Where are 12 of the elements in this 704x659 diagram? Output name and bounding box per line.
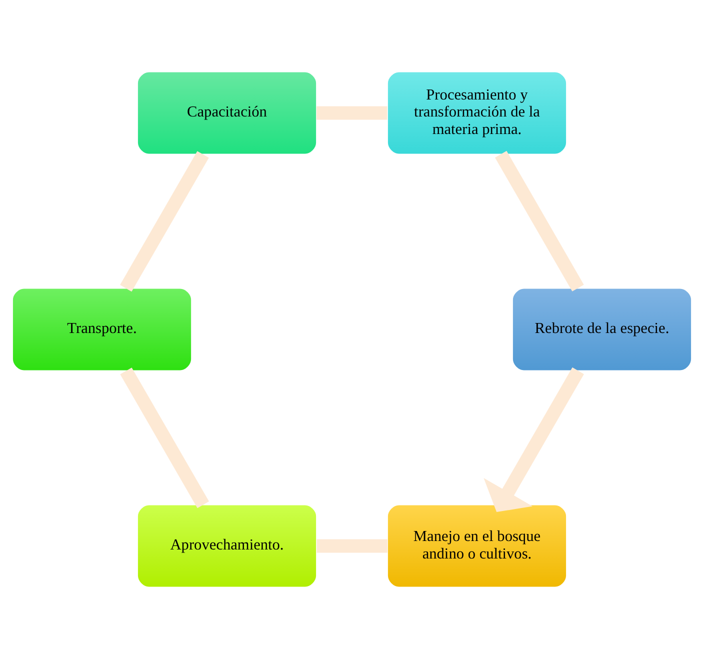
arrow (484, 367, 584, 512)
node-box: Transporte. (12, 288, 192, 372)
node-box: Rebrote de la especie. (512, 288, 692, 372)
node-box: Capacitación (137, 71, 318, 155)
connector (316, 106, 388, 120)
node-box: Aprovechamiento. (137, 504, 318, 588)
connector (316, 539, 388, 553)
connector (495, 150, 584, 292)
node-box: Procesamiento y transformación de la materia prima. (386, 71, 567, 155)
connector (120, 151, 209, 292)
node-box: Manejo en el bosque andino o cultivos. (386, 504, 567, 588)
connector (120, 368, 209, 508)
